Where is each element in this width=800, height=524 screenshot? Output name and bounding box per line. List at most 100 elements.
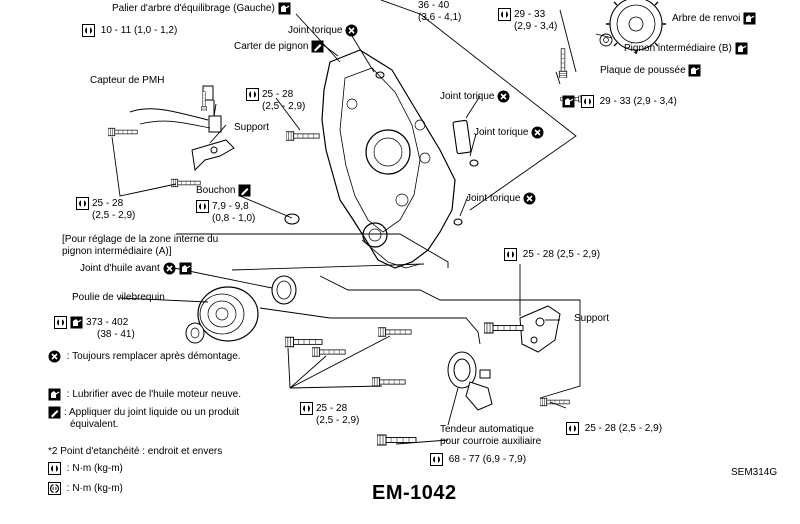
torque-wrench-icon xyxy=(48,462,61,475)
torque-value: 29 - 33 xyxy=(514,9,546,21)
label-text: Joint torique xyxy=(288,25,343,37)
torque-value-kg: (0,8 - 1,0) xyxy=(212,213,256,225)
legend-note-2: *2 Point d'etanchéité : endroit et enver… xyxy=(48,446,222,458)
legend-text: *2 Point d'etanchéité : endroit et enver… xyxy=(48,446,223,457)
label-text: Plaque de poussée xyxy=(600,65,686,77)
label-torque-68-77: 68 - 77 (6,9 - 7,9) xyxy=(430,453,526,466)
oil-can-icon xyxy=(735,42,748,55)
label-torque-25-28-left: 25 - 28 (2,5 - 2,9) xyxy=(76,197,135,222)
label-text: Palier d'arbre d'équilibrage (Gauche) xyxy=(112,3,275,15)
torque-value: 25 - 28 xyxy=(92,198,124,210)
torque-value-kg: (2,5 - 2,9) xyxy=(92,210,136,222)
torque-wrench-double-icon xyxy=(48,482,61,495)
label-top-torque-1: 36 - 40 (3,6 - 4,1) xyxy=(418,0,461,24)
circle-x-icon xyxy=(497,90,510,103)
label-gear-case: Carter de pignon xyxy=(234,40,327,53)
torque-wrench-icon xyxy=(566,422,579,435)
circle-x-icon xyxy=(531,126,544,139)
legend-nm-1: : N·m (kg-m) xyxy=(48,462,123,475)
auto-tensioner xyxy=(447,351,493,411)
label-torque-25-28-top: 25 - 28 (2,5 - 2,9) xyxy=(246,88,305,113)
torque-value: 68 - 77 (6,9 - 7,9) xyxy=(448,454,527,466)
torque-wrench-icon xyxy=(498,8,511,21)
circle-x-icon xyxy=(163,262,176,275)
label-o-ring-2: Joint torique xyxy=(440,90,513,103)
label-o-ring-4: Joint torique xyxy=(466,192,539,205)
label-o-ring-top: Joint torique xyxy=(288,24,361,37)
label-text: Capteur de PMH xyxy=(90,75,165,86)
circle-x-icon xyxy=(345,24,358,37)
label-text: Carter de pignon xyxy=(234,41,309,53)
label-text: Joint torique xyxy=(440,91,495,103)
crankshaft-pulley xyxy=(185,286,259,344)
label-balancer-bearing: Palier d'arbre d'équilibrage (Gauche) xyxy=(112,2,294,15)
label-idler-gear: Pignon intermédiaire (B) xyxy=(624,42,751,55)
torque-value: 25 - 28 xyxy=(316,403,348,415)
torque-value: 25 - 28 (2,5 - 2,9) xyxy=(522,249,601,261)
legend-text: : N·m (kg-m) xyxy=(66,463,123,475)
label-text: Support xyxy=(234,122,270,133)
torque-value: 7,9 - 9,8 xyxy=(212,201,249,213)
legend-text: : Appliquer du joint liquide ou un produ… xyxy=(64,407,240,419)
figure-code: SEM314G xyxy=(731,467,778,478)
label-torque-373-402: 373 - 402 (38 - 41) xyxy=(54,316,135,341)
label-text: Joint torique xyxy=(466,193,521,205)
torque-value: 36 - 40 xyxy=(418,0,450,11)
torque-value: 25 - 28 xyxy=(262,89,294,101)
legend-text: : N·m (kg-m) xyxy=(66,483,123,495)
legend-lubricate: : Lubrifier avec de l'huile moteur neuve… xyxy=(48,388,241,401)
legend-text: : Toujours remplacer après démontage. xyxy=(66,351,241,363)
note-line-1: [Pour réglage de la zone interne du xyxy=(62,234,219,245)
torque-value-kg: (2,5 - 2,9) xyxy=(262,101,306,113)
torque-value: 25 - 28 (2,5 - 2,9) xyxy=(584,423,663,435)
legend-replace: : Toujours remplacer après démontage. xyxy=(48,350,241,363)
oil-can-icon xyxy=(278,2,291,15)
torque-value-kg: (2,5 - 2,9) xyxy=(316,415,360,427)
label-line-2: pour courroie auxiliaire xyxy=(440,436,542,447)
legend-liquid-gasket: : Appliquer du joint liquide ou un produ… xyxy=(48,406,239,431)
torque-wrench-icon xyxy=(82,24,95,37)
torque-wrench-icon xyxy=(246,88,259,101)
label-text: Support xyxy=(574,313,610,324)
oil-can-icon xyxy=(688,64,701,77)
label-thrust-plate: Plaque de poussée xyxy=(600,64,704,77)
label-text: Poulie de vilebrequin xyxy=(72,292,165,303)
sealant-tube-icon xyxy=(238,184,251,197)
label-torque-25-28-mid: 25 - 28 (2,5 - 2,9) xyxy=(504,248,600,261)
legend-nm-2: : N·m (kg-m) xyxy=(48,482,123,495)
sensor-support xyxy=(191,139,235,172)
label-torque-right: 29 - 33 (2,9 - 3,4) xyxy=(562,95,677,108)
label-text: Arbre de renvoi xyxy=(672,13,741,25)
torque-value-kg: (3,6 - 4,1) xyxy=(418,12,462,23)
label-top-torque-2: 29 - 33 (2,9 - 3,4) xyxy=(498,8,557,33)
torque-wrench-icon xyxy=(54,316,67,329)
torque-value-kg: (2,9 - 3,4) xyxy=(514,21,558,33)
oil-can-icon xyxy=(562,95,575,108)
label-torque-25-28-br: 25 - 28 (2,5 - 2,9) xyxy=(566,422,662,435)
right-support xyxy=(519,305,561,353)
label-adjust-note: [Pour réglage de la zone interne du pign… xyxy=(62,234,218,258)
idler-gear xyxy=(599,0,666,54)
label-torque-25-28-bottom: 25 - 28 (2,5 - 2,9) xyxy=(300,402,359,427)
label-text: Joint d'huile avant xyxy=(80,263,160,275)
sealant-tube-icon xyxy=(311,40,324,53)
front-oil-seal xyxy=(271,275,297,305)
label-front-oil-seal: Joint d'huile avant xyxy=(80,262,195,275)
label-plug: Bouchon xyxy=(196,184,254,197)
label-support-left: Support xyxy=(234,122,269,134)
label-line-1: Tendeur automatique xyxy=(440,424,534,435)
label-text: Pignon intermédiaire (B) xyxy=(624,43,732,55)
torque-wrench-icon xyxy=(430,453,443,466)
label-text: Bouchon xyxy=(196,185,236,197)
oil-can-icon xyxy=(70,316,83,329)
label-auto-tensioner: Tendeur automatique pour courroie auxili… xyxy=(440,424,541,448)
tdc-sensor xyxy=(129,85,222,133)
gear-case xyxy=(321,49,456,269)
torque-wrench-icon xyxy=(580,95,594,108)
torque-value: 373 - 402 xyxy=(86,317,129,329)
label-crank-pulley: Poulie de vilebrequin xyxy=(72,292,165,304)
page-code: EM-1042 xyxy=(372,482,457,504)
oil-can-icon xyxy=(48,388,61,401)
